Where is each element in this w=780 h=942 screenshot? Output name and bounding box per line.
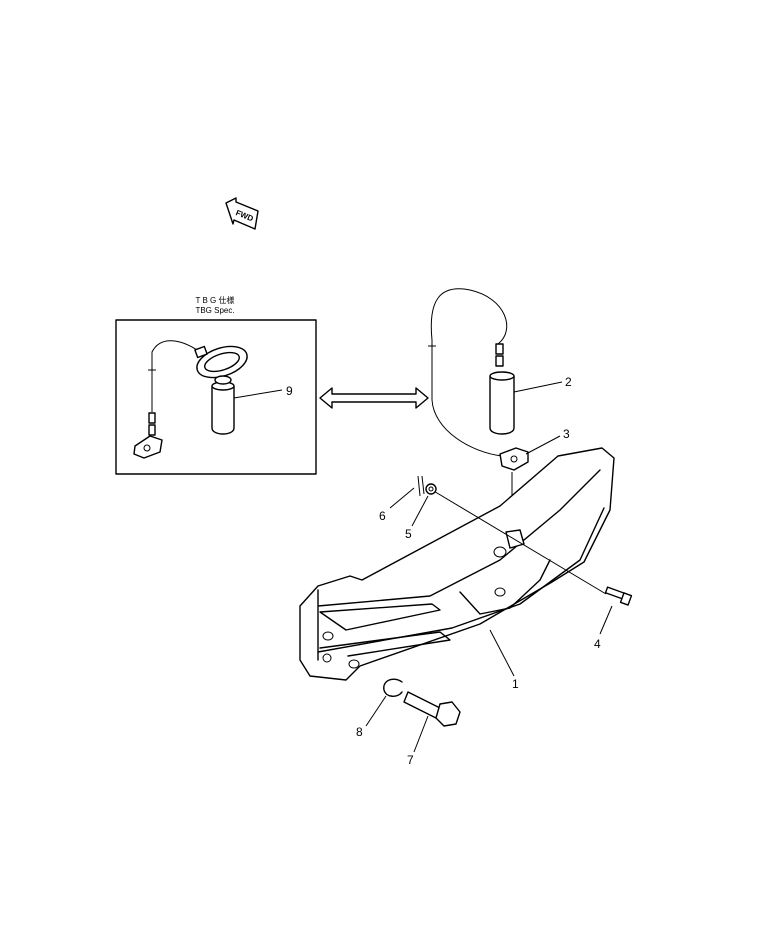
- part-4-bolt: [604, 586, 633, 606]
- callout-1: 1: [512, 677, 519, 691]
- interchange-arrow-icon: [319, 387, 429, 409]
- part-9-pin-with-ring: [133, 340, 248, 459]
- callout-9: 9: [286, 384, 293, 398]
- part-5-nut: [425, 483, 437, 495]
- callout-3: 3: [563, 427, 570, 441]
- spec-title-jp: T B G 仕様: [196, 295, 235, 305]
- fwd-arrow-icon: FWD: [225, 197, 259, 230]
- spec-title-en: TBG Spec.: [195, 306, 234, 315]
- callout-8: 8: [356, 725, 363, 739]
- part-8-snap-ring: [383, 678, 403, 697]
- callout-4: 4: [594, 637, 601, 651]
- callout-7: 7: [407, 753, 414, 767]
- part-6-cotter-pin: [417, 475, 425, 497]
- callout-2: 2: [565, 375, 572, 389]
- callout-6: 6: [379, 509, 386, 523]
- part-7-pin-bolt: [403, 691, 461, 727]
- tbg-spec-box: T B G 仕様 TBG Spec.: [115, 295, 317, 475]
- part-1-drawbar: [299, 447, 615, 681]
- part-2-pin-with-chain: [428, 288, 515, 457]
- callout-5: 5: [405, 527, 412, 541]
- part-3-bracket: [499, 447, 529, 471]
